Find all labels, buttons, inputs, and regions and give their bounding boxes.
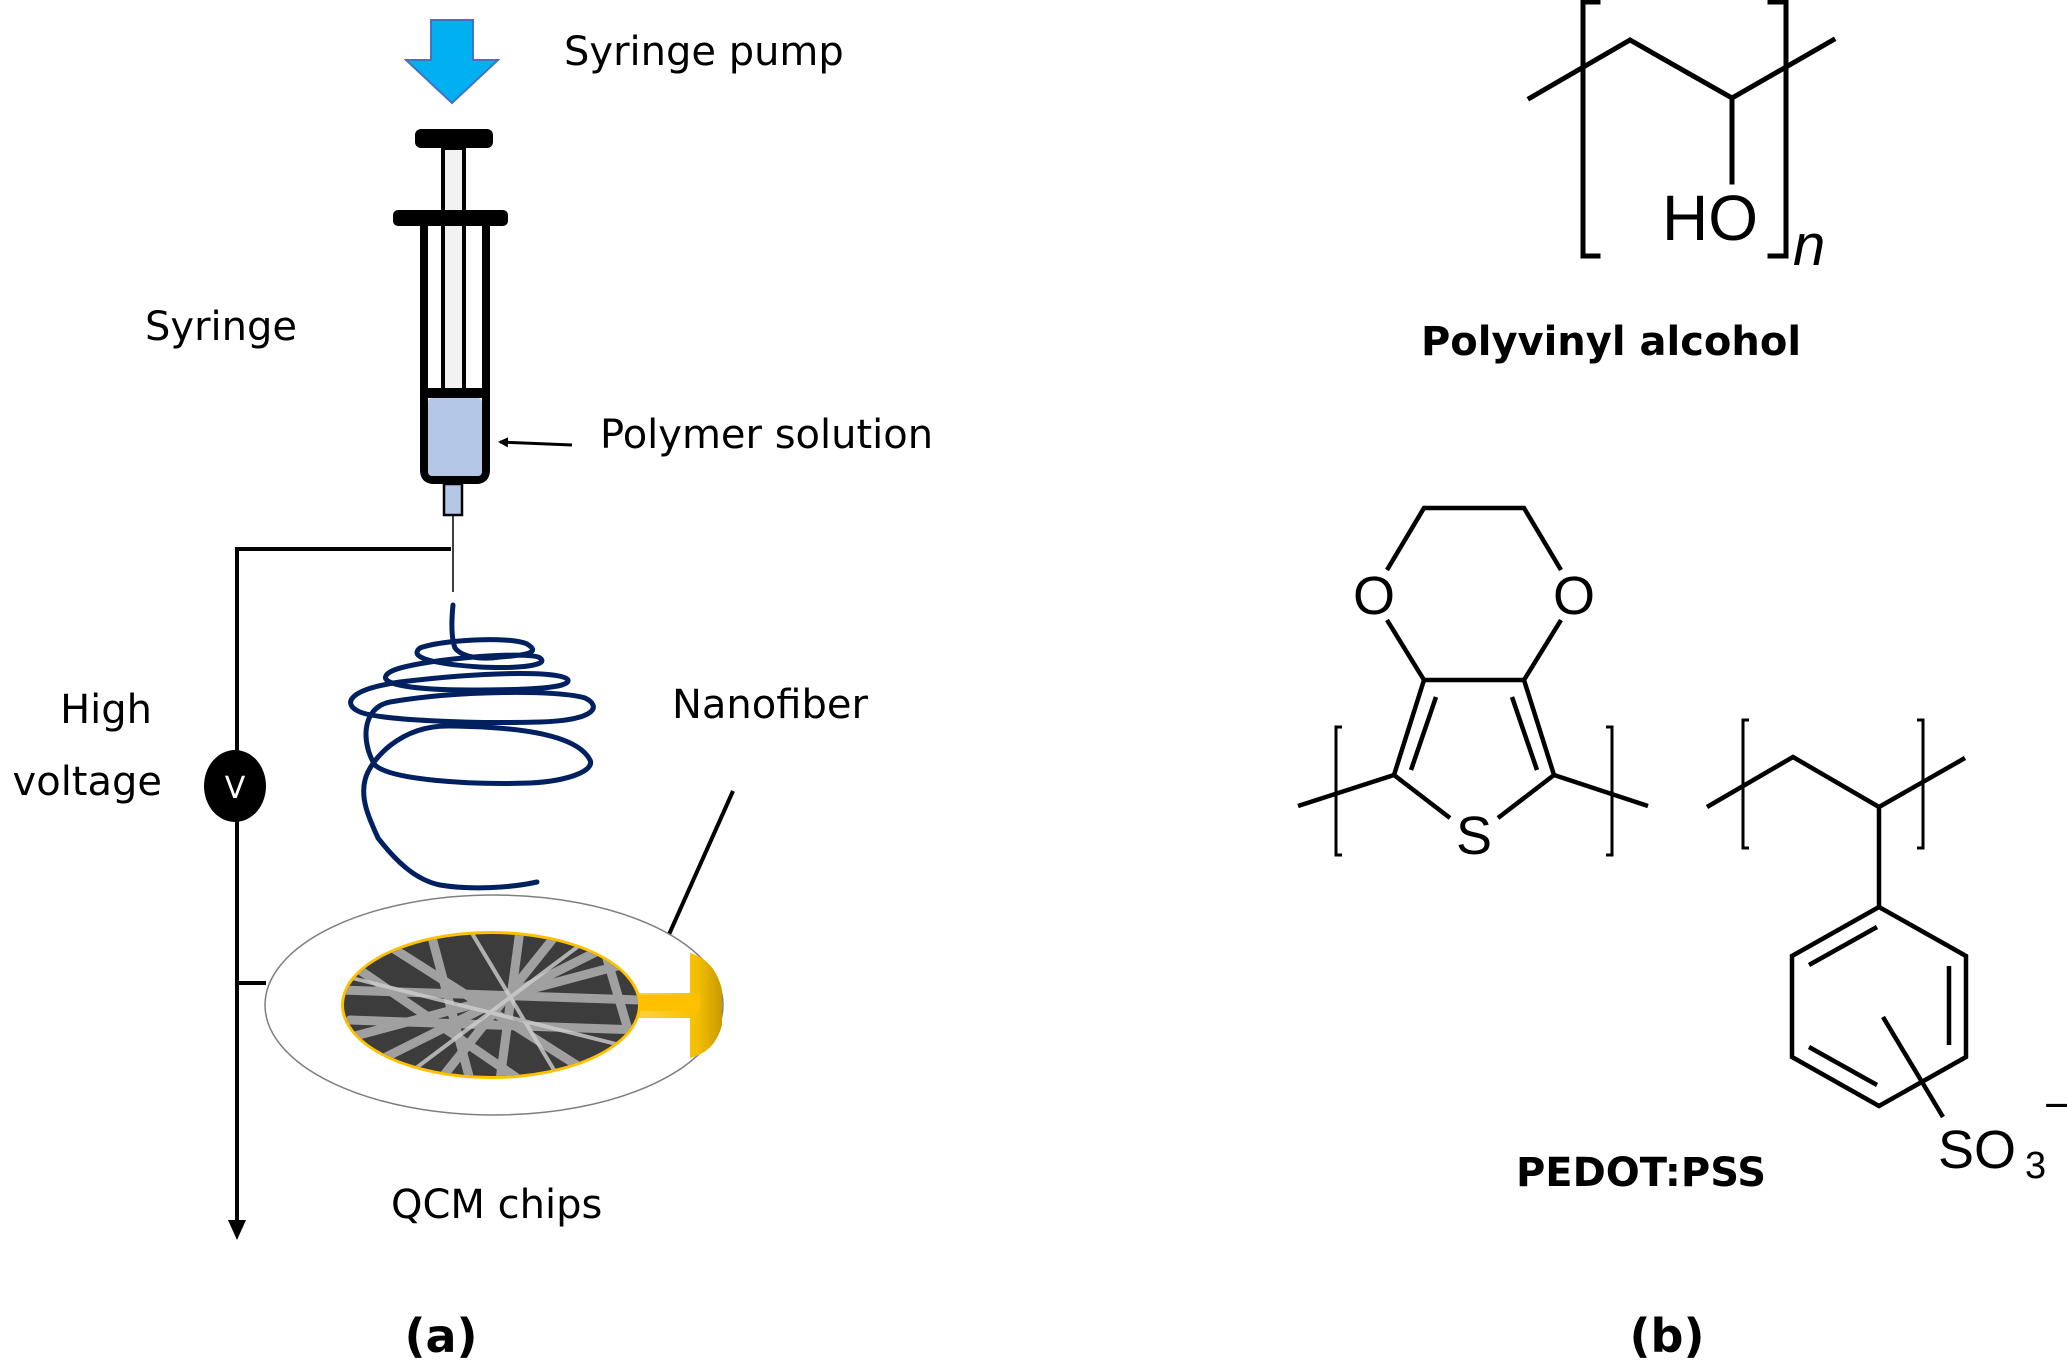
- pedot-oxygen-right: O: [1553, 566, 1595, 626]
- pss-sulfonate-subscript: 3: [2025, 1145, 2046, 1187]
- pedot-structure: [1297, 505, 1649, 857]
- panel-a: Syringe pump Syringe Polymer solution Na…: [13, 19, 933, 1363]
- pedot-sulfur: S: [1456, 806, 1492, 866]
- voltmeter-symbol: V: [225, 771, 246, 806]
- syringe-label: Syringe: [145, 304, 297, 350]
- high-voltage-label-line2: voltage: [13, 759, 162, 805]
- pedot-pss-name: PEDOT:PSS: [1516, 1150, 1766, 1196]
- pedot-oxygen-left: O: [1353, 566, 1395, 626]
- nanofiber-coil-icon: [348, 602, 596, 891]
- voltmeter-icon: V: [204, 750, 266, 822]
- circuit-wire: [228, 547, 451, 1240]
- nanofiber-label: Nanofiber: [672, 682, 868, 728]
- pva-hydroxyl: HO: [1662, 182, 1758, 254]
- syringe-pump-label: Syringe pump: [564, 29, 844, 75]
- polymer-solution-arrow: [498, 437, 573, 448]
- pss-sulfonate: SO: [1938, 1120, 2016, 1180]
- qcm-chip-icon: [264, 894, 724, 1116]
- pva-name: Polyvinyl alcohol: [1421, 319, 1801, 365]
- pss-sulfonate-charge: −: [2044, 1081, 2067, 1130]
- syringe-icon: [393, 129, 508, 592]
- panel-b-caption: (b): [1630, 1309, 1705, 1363]
- pva-structure: [1526, 0, 1837, 259]
- high-voltage-label-line1: High: [60, 687, 152, 733]
- pva-repeat-n: n: [1793, 213, 1825, 278]
- pss-structure: [1705, 718, 1969, 1119]
- pump-arrow-icon: [403, 19, 501, 105]
- qcm-chips-label: QCM chips: [391, 1182, 602, 1228]
- sem-image: [344, 934, 638, 1076]
- panel-a-caption: (a): [404, 1309, 477, 1363]
- polymer-solution-label: Polymer solution: [600, 412, 933, 458]
- panel-b: HO n Polyvinyl alcohol O O S: [1297, 0, 2067, 1363]
